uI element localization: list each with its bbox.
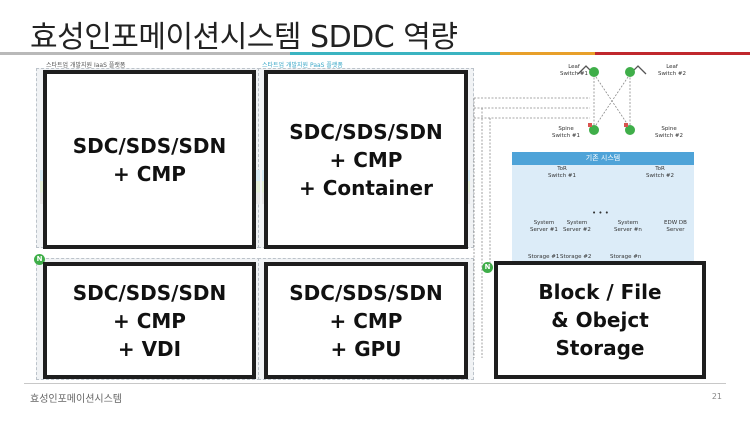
vdi-capability-text: SDC/SDS/SDN + CMP + VDI xyxy=(72,280,227,361)
footer-divider xyxy=(24,383,726,384)
legacy-system-area xyxy=(512,165,694,263)
storage-1-label: Storage #1 xyxy=(528,254,560,260)
storage-capability-box: Block / File & Obejct Storage xyxy=(494,261,706,379)
title-rule-red xyxy=(595,52,750,55)
paas-capability-box: SDC/SDS/SDN + CMP + Container xyxy=(264,70,468,249)
storage-n-label: Storage #n xyxy=(610,254,642,260)
dots-label: • • • xyxy=(592,209,609,217)
system-server-2-label: System Server #2 xyxy=(563,220,591,233)
iaas-capability-text: SDC/SDS/SDN + CMP xyxy=(72,133,227,186)
gpu-capability-box: SDC/SDS/SDN + CMP + GPU xyxy=(264,262,468,379)
tor-switch-2-label: ToR Switch #2 xyxy=(646,166,675,179)
badge-storage: N xyxy=(482,262,493,273)
slide-title: 효성인포메이션시스템 SDDC 역량 xyxy=(30,20,458,55)
title-rule-teal xyxy=(290,52,500,55)
vdi-capability-box: SDC/SDS/SDN + CMP + VDI xyxy=(43,262,256,379)
badge-vdi: N xyxy=(34,254,45,265)
paas-panel-label: 스타트업 개발지원 PaaS 플랫폼 xyxy=(262,62,343,69)
leaf-switch-1-label: Leaf Switch #1 xyxy=(560,64,589,77)
leaf-switch-2-label: Leaf Switch #2 xyxy=(658,64,687,77)
system-server-n-label: System Server #n xyxy=(614,220,642,233)
gpu-capability-text: SDC/SDS/SDN + CMP + GPU xyxy=(289,280,443,361)
spine-switch-2-label: Spine Switch #2 xyxy=(655,126,684,139)
storage-2-label: Storage #2 xyxy=(560,254,592,260)
system-server-1-label: System Server #1 xyxy=(530,220,558,233)
title-rule-orange xyxy=(500,52,595,55)
edw-db-server-label: EDW DB Server xyxy=(664,220,687,233)
iaas-panel-label: 스타트업 개발지원 IaaS 플랫폼 xyxy=(46,62,126,69)
storage-capability-text: Block / File & Obejct Storage xyxy=(538,280,662,360)
paas-capability-text: SDC/SDS/SDN + CMP + Container xyxy=(289,119,443,200)
title-rule-gray xyxy=(0,52,290,55)
legacy-system-title: 기존 시스템 xyxy=(512,152,694,165)
iaas-capability-box: SDC/SDS/SDN + CMP xyxy=(43,70,256,249)
page-number: 21 xyxy=(711,392,722,401)
spine-switch-1-label: Spine Switch #1 xyxy=(552,126,581,139)
footer-company: 효성인포메이션시스템 xyxy=(30,394,122,405)
tor-switch-1-label: ToR Switch #1 xyxy=(548,166,577,179)
